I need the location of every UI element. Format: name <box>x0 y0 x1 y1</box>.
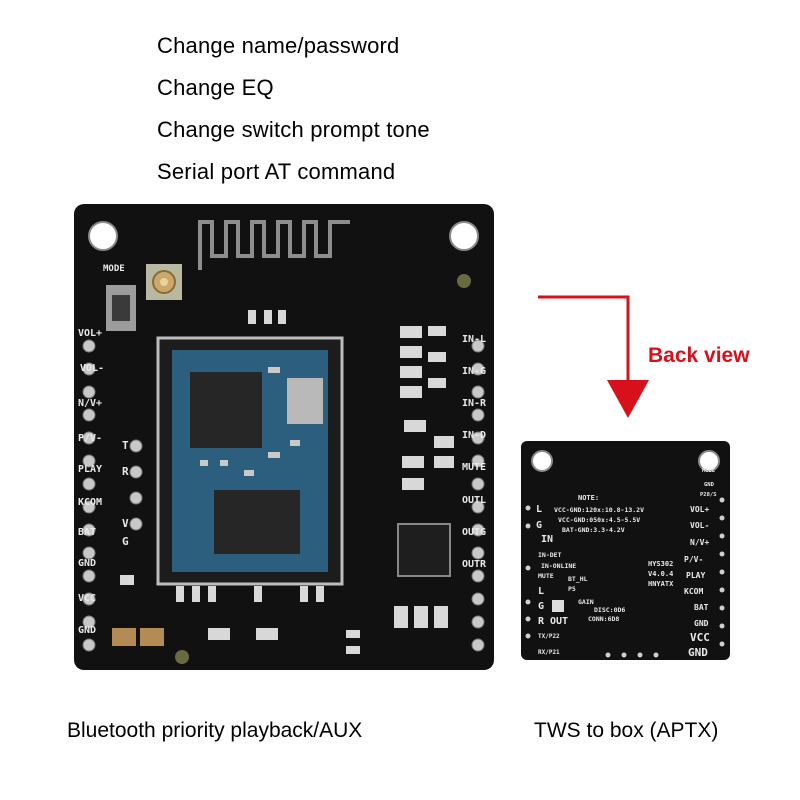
back-caption: TWS to box (APTX) <box>534 719 719 742</box>
left-pin-pv-minus: P/V- <box>78 433 102 444</box>
mode-label: MODE <box>103 264 125 274</box>
back-right-pv-minus: P/V- <box>684 555 703 564</box>
left-pin-gnd: GND <box>78 558 96 569</box>
back-board: NOTE: VCC-GND:120x:10.8-13.2V VCC-GND:05… <box>521 441 730 660</box>
left-pin-bat: BAT <box>78 527 96 538</box>
feature-line-2: Change EQ <box>157 75 274 100</box>
back-right-gnd-top: GND <box>704 482 715 488</box>
back-left-rx: RX/P21 <box>538 649 560 656</box>
back-right-bat: BAT <box>694 603 709 612</box>
front-board: MODE VOL+ VOL- N/V+ P/V- PLAY KCOM BAT G… <box>74 204 494 670</box>
back-model-line-2: V4.0.4 <box>648 570 673 578</box>
back-model-line-1: HYS302 <box>648 560 673 568</box>
right-pin-in-d: IN-D <box>462 430 486 441</box>
right-pin-outg: OUTG <box>462 527 486 538</box>
left-pin-kcom: KCOM <box>78 497 102 508</box>
back-note-line-2: VCC-GND:050x:4.5-5.5V <box>558 516 640 524</box>
back-mid-gain: GAIN <box>578 598 594 606</box>
back-mid-bt-hl: BT_HL <box>568 575 588 583</box>
back-right-play: PLAY <box>686 571 705 580</box>
right-pin-outl: OUTL <box>462 495 486 506</box>
left-pin-vcc: VCC <box>78 593 96 604</box>
back-left-tx: TX/P22 <box>538 633 560 640</box>
back-right-vcc: VCC <box>690 631 710 644</box>
back-mid-disc: DISC:0D6 <box>594 606 625 614</box>
back-left-in-det: IN-DET <box>538 551 562 559</box>
back-left-out: OUT <box>550 616 568 627</box>
back-right-p28: P28/S <box>700 492 717 498</box>
feature-line-4: Serial port AT command <box>157 159 396 184</box>
uart-pin-v: V <box>122 517 129 530</box>
back-left-l-out: L <box>538 586 544 597</box>
uart-pin-g: G <box>122 535 129 548</box>
back-view-label: Back view <box>648 344 750 367</box>
right-pin-mute: MUTE <box>462 462 486 473</box>
right-pin-outr: OUTR <box>462 559 487 570</box>
back-left-in: IN <box>541 534 553 545</box>
left-pin-play: PLAY <box>78 464 102 475</box>
back-right-vol-minus: VOL- <box>690 521 709 530</box>
back-right-kcom: KCOM <box>684 587 703 596</box>
left-pin-gnd-2: GND <box>78 625 96 636</box>
front-caption: Bluetooth priority playback/AUX <box>67 719 363 742</box>
back-note-line-1: VCC-GND:120x:10.8-13.2V <box>554 506 644 514</box>
left-pin-nv-plus: N/V+ <box>78 398 102 409</box>
back-mid-conn: CONN:6D8 <box>588 615 619 623</box>
back-left-in-online: IN-ONLINE <box>541 562 576 570</box>
back-model-line-3: HNYATX <box>648 580 674 588</box>
feature-line-3: Change switch prompt tone <box>157 117 430 142</box>
back-right-nv-plus: N/V+ <box>690 538 709 547</box>
right-pin-in-r: IN-R <box>462 398 487 409</box>
back-mid-p5: P5 <box>568 585 576 593</box>
uart-pin-r: R <box>122 465 129 478</box>
back-note-line-3: BAT-GND:3.3-4.2V <box>562 526 625 534</box>
back-left-l-in: L <box>536 504 542 515</box>
back-right-gnd: GND <box>694 619 709 628</box>
back-right-mode: MODE <box>702 468 715 474</box>
left-pin-vol-minus: VOL- <box>80 363 104 374</box>
back-left-g-in: G <box>536 520 542 531</box>
back-right-gnd-bottom: GND <box>688 646 708 659</box>
feature-line-1: Change name/password <box>157 33 400 58</box>
uart-pin-t: T <box>122 439 129 452</box>
back-right-vol-plus: VOL+ <box>690 505 709 514</box>
back-left-r-out: R <box>538 616 545 627</box>
right-pin-in-g: IN-G <box>462 366 486 377</box>
left-pin-vol-plus: VOL+ <box>78 328 102 339</box>
back-left-mute: MUTE <box>538 572 554 580</box>
back-left-g-out: G <box>538 601 544 612</box>
right-pin-in-l: IN-L <box>462 334 486 345</box>
arrow-icon <box>538 295 649 418</box>
back-note-title: NOTE: <box>578 494 599 502</box>
